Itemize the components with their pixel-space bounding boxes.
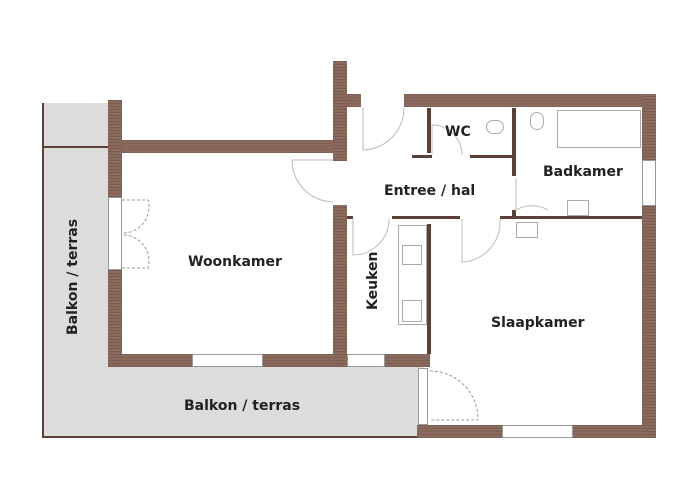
wall-woonkamer-left-bottom bbox=[108, 270, 122, 367]
room-label-entree: Entree / hal bbox=[384, 183, 476, 199]
wall-woonkamer-top bbox=[122, 140, 334, 153]
wc-bottom-wall-left bbox=[412, 155, 432, 158]
room-label-woonkamer: Woonkamer bbox=[188, 254, 282, 270]
wc-left-wall bbox=[427, 108, 431, 153]
sink-bath bbox=[567, 200, 589, 216]
wall-slaapkamer-bottom-right bbox=[573, 425, 643, 438]
balcony-divider bbox=[44, 146, 110, 148]
balcony-edge-bottom bbox=[42, 436, 422, 438]
wall-woonkamer-bottom-right bbox=[263, 354, 333, 367]
hall-bottom-wall-right bbox=[500, 216, 642, 219]
balcony-edge-left bbox=[42, 103, 44, 438]
bath-left-wall-bottom bbox=[512, 210, 516, 216]
kitchen-sink bbox=[402, 245, 422, 265]
hall-bottom-wall-left bbox=[347, 216, 353, 219]
wall-middle-top bbox=[333, 61, 347, 161]
window-badkamer bbox=[642, 160, 656, 206]
wall-middle-bottom bbox=[333, 205, 347, 367]
room-label-badkamer: Badkamer bbox=[543, 164, 623, 180]
toilet-wc bbox=[486, 120, 504, 134]
balcony-bottom bbox=[43, 366, 423, 438]
bathtub bbox=[557, 110, 641, 148]
wall-right-top bbox=[642, 94, 656, 160]
wall-woonkamer-bottom-left bbox=[122, 354, 192, 367]
room-label-slaapkamer: Slaapkamer bbox=[491, 315, 585, 331]
hall-bottom-wall-mid bbox=[392, 216, 460, 219]
balcony-door-woonkamer bbox=[108, 197, 122, 270]
room-label-keuken: Keuken bbox=[365, 251, 381, 310]
wall-top-right bbox=[404, 94, 656, 107]
room-label-balkon-bottom: Balkon / terras bbox=[184, 398, 301, 414]
room-label-balkon-side: Balkon / terras bbox=[65, 218, 81, 335]
wc-bottom-wall-right bbox=[470, 155, 515, 158]
window-slaapkamer bbox=[502, 425, 573, 438]
keuken-right-wall bbox=[427, 224, 431, 354]
toilet-bath bbox=[530, 112, 544, 130]
wall-slaapkamer-bottom-left bbox=[417, 425, 502, 438]
wall-keuken-bottom bbox=[385, 354, 430, 367]
kitchen-stove bbox=[402, 300, 422, 322]
window-keuken bbox=[347, 354, 385, 367]
wall-right-bottom bbox=[642, 206, 656, 438]
wall-top-left bbox=[347, 94, 361, 107]
room-label-wc: WC bbox=[445, 124, 471, 140]
balcony-door-slaapkamer bbox=[418, 368, 428, 425]
wall-woonkamer-left-top bbox=[108, 100, 122, 197]
window-woonkamer bbox=[192, 354, 263, 367]
sink-slaapkamer bbox=[516, 222, 538, 238]
bath-left-wall-top bbox=[512, 108, 516, 176]
